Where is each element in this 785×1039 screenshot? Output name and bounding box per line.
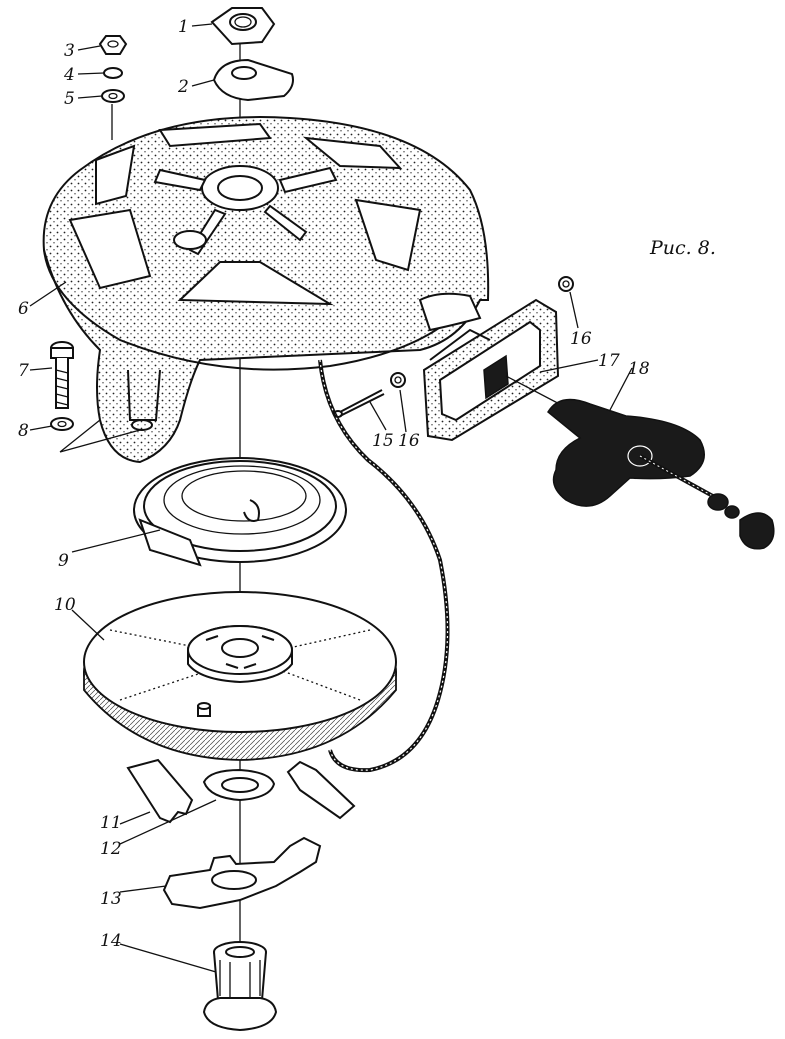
label-part-8: 8 <box>18 421 29 441</box>
label-part-1: 1 <box>178 17 189 37</box>
part-12-washer <box>202 768 276 802</box>
leader-part-8 <box>59 419 141 453</box>
label-part-13: 13 <box>100 889 122 909</box>
label-part-5: 5 <box>64 89 75 109</box>
label-part-18: 18 <box>628 359 650 379</box>
label-part-10: 10 <box>54 595 76 615</box>
starter-rope <box>318 359 450 773</box>
label-part-17: 17 <box>598 351 620 371</box>
part-13-brake-plate <box>162 836 322 910</box>
part-14-sleeve <box>202 941 278 1032</box>
part-15-pin <box>333 389 385 418</box>
label-part-2: 2 <box>177 77 189 97</box>
part-5-flat-washer <box>101 89 125 103</box>
part-18-handle <box>547 398 775 550</box>
label-part-16-left: 16 <box>398 431 420 451</box>
label-part-4: 4 <box>63 65 75 85</box>
label-part-12: 12 <box>100 839 122 859</box>
label-part-15: 15 <box>372 431 394 451</box>
part-9-spiral-spring <box>133 457 347 567</box>
leader-lines <box>29 23 633 973</box>
part-10-pulley <box>83 591 397 761</box>
part-11-pawl <box>126 758 194 824</box>
label-part-3: 3 <box>64 41 75 61</box>
part-7-bolt <box>50 341 74 409</box>
label-part-9: 9 <box>58 551 69 571</box>
part-17-rope-guide <box>422 298 560 442</box>
part-16-washer-left <box>390 372 406 388</box>
part-8-washer <box>50 417 74 431</box>
label-part-14: 14 <box>100 931 122 951</box>
label-part-11: 11 <box>100 813 122 833</box>
part-11-pawl-second <box>286 760 356 820</box>
part-6-housing <box>42 116 490 464</box>
part-4-spring-washer <box>103 67 123 79</box>
label-part-6: 6 <box>18 299 29 319</box>
part-1-nut <box>210 7 276 46</box>
part-16-washer-right <box>558 276 574 292</box>
figure-caption: Рис. 8. <box>649 237 716 259</box>
part-3-small-nut <box>98 35 128 55</box>
label-part-7: 7 <box>18 361 29 381</box>
label-part-16-right: 16 <box>570 329 592 349</box>
part-2-lock-washer <box>212 58 294 102</box>
